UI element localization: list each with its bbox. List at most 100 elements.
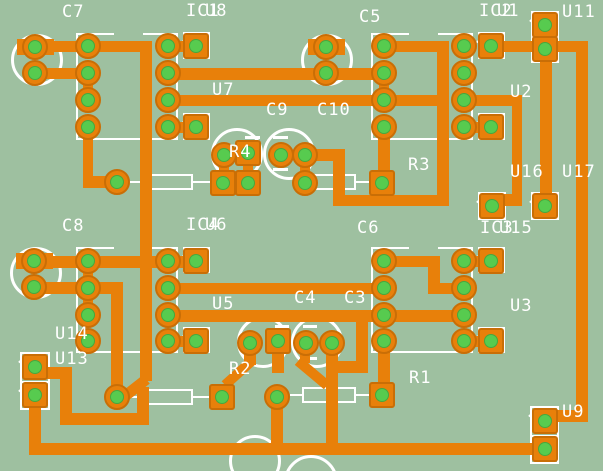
copper-trace — [60, 413, 149, 425]
label-c7: C7 — [62, 2, 85, 22]
round-pad — [75, 114, 101, 140]
round-pad — [451, 302, 477, 328]
copper-trace — [168, 122, 197, 133]
copper-trace — [83, 127, 93, 183]
round-pad — [75, 302, 101, 328]
label-ic3: IC3 — [480, 218, 514, 238]
resistor-lead-line — [356, 181, 370, 183]
round-pad — [313, 34, 339, 60]
copper-trace — [333, 195, 449, 206]
round-pad — [75, 328, 101, 354]
square-pad — [532, 436, 558, 462]
square-pad — [478, 248, 504, 274]
ic-outline-gap — [409, 31, 438, 36]
round-pad — [75, 60, 101, 86]
copper-trace — [140, 41, 152, 381]
label-u11: U11 — [562, 2, 596, 22]
copper-trace — [168, 283, 384, 294]
label-c9: C9 — [266, 100, 289, 120]
round-pad — [371, 302, 397, 328]
round-pad — [237, 330, 263, 356]
copper-trace — [332, 361, 368, 373]
copper-trace — [35, 68, 88, 79]
resistor-lead-line — [193, 396, 209, 398]
ic-outline-gap — [409, 245, 438, 250]
round-pad — [451, 275, 477, 301]
square-pad — [183, 33, 209, 59]
round-pad — [292, 142, 318, 168]
square-pad — [22, 382, 48, 408]
label-u2: U2 — [510, 82, 533, 102]
round-pad — [451, 328, 477, 354]
copper-trace — [168, 41, 197, 52]
copper-trace — [29, 443, 546, 455]
square-pad — [532, 12, 558, 38]
round-pad — [155, 275, 181, 301]
round-pad — [104, 384, 130, 410]
round-pad — [21, 274, 47, 300]
round-pad — [155, 60, 181, 86]
polarity-mark — [303, 325, 317, 328]
round-pad — [313, 60, 339, 86]
copper-trace — [300, 155, 310, 183]
round-pad — [211, 142, 237, 168]
polarity-mark — [273, 136, 288, 139]
copper-trace — [243, 153, 253, 183]
round-pad — [264, 384, 290, 410]
round-pad — [371, 328, 397, 354]
label-u6: U6 — [205, 215, 228, 235]
square-pad — [369, 382, 395, 408]
copper-trace — [326, 352, 338, 453]
round-pad — [371, 33, 397, 59]
copper-trace — [83, 261, 93, 288]
round-pad — [21, 248, 47, 274]
label-ic2: IC2 — [479, 1, 513, 21]
label-u8: U8 — [205, 1, 228, 21]
copper-trace — [83, 288, 93, 315]
square-pad — [235, 170, 261, 196]
square-pad — [369, 170, 395, 196]
copper-trace — [300, 349, 310, 363]
label-c8: C8 — [62, 216, 85, 236]
resistor-lead-line — [356, 394, 370, 396]
square-pad — [478, 33, 504, 59]
copper-trace — [576, 41, 588, 422]
copper-trace — [356, 321, 368, 372]
round-pad — [155, 328, 181, 354]
label-c5: C5 — [359, 7, 382, 27]
copper-trace — [379, 73, 389, 100]
round-pad — [451, 60, 477, 86]
round-pad — [293, 330, 319, 356]
round-pad — [371, 87, 397, 113]
round-pad — [155, 33, 181, 59]
label-u15: U15 — [499, 218, 533, 238]
label-ic1: IC1 — [186, 1, 220, 21]
copper-trace — [540, 45, 552, 198]
round-pad — [319, 330, 345, 356]
square-pad — [183, 114, 209, 140]
label-ic4: IC4 — [186, 215, 220, 235]
label-c3: C3 — [344, 288, 367, 308]
label-c10: C10 — [317, 100, 351, 120]
square-pad — [478, 328, 504, 354]
label-r1: R1 — [409, 368, 432, 388]
round-pad — [155, 302, 181, 328]
label-u16: U16 — [510, 162, 544, 182]
label-r2: R2 — [229, 359, 252, 379]
resistor-lead-line — [129, 396, 140, 398]
round-pad — [451, 248, 477, 274]
ic-outline-gap — [114, 245, 143, 250]
round-pad — [371, 275, 397, 301]
round-pad — [451, 33, 477, 59]
label-u17: U17 — [562, 162, 596, 182]
square-pad — [209, 384, 235, 410]
round-pad — [22, 34, 48, 60]
round-pad — [155, 87, 181, 113]
round-pad — [451, 87, 477, 113]
copper-trace — [428, 283, 465, 294]
copper-trace — [384, 41, 449, 52]
copper-trace — [29, 399, 41, 455]
label-u1: U1 — [497, 1, 520, 21]
round-pad — [451, 114, 477, 140]
